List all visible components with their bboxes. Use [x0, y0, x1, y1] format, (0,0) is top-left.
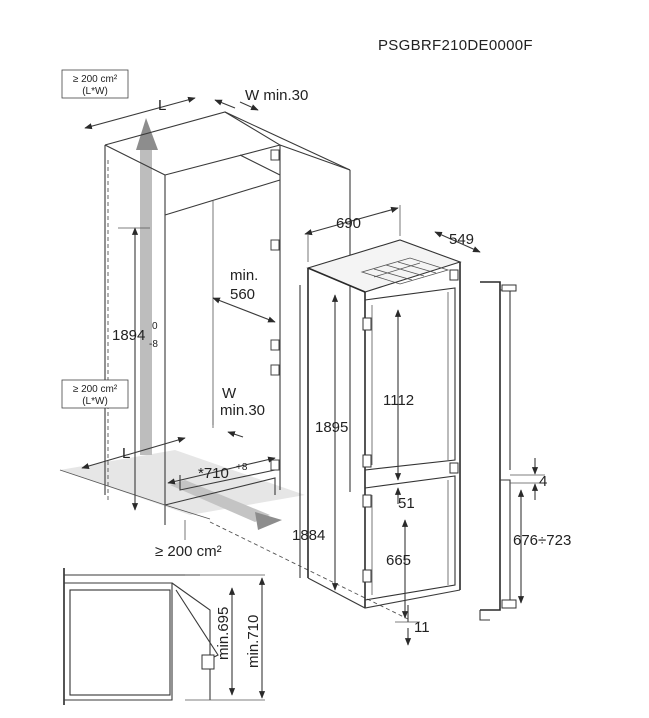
vent-mid-line1: ≥ 200 cm²: [73, 384, 118, 395]
vent-top-line2: (L*W): [82, 86, 108, 97]
vent-mid-line2: (L*W): [82, 396, 108, 407]
appliance-gap: 51: [398, 495, 415, 512]
niche-l-bottom: L: [122, 445, 130, 462]
niche-w-top: W min.30: [245, 87, 308, 104]
model-code: PSGBRF210DE0000F: [378, 37, 533, 54]
niche-l-top: L: [158, 97, 166, 114]
detail-min-710: min.710: [245, 615, 262, 668]
niche-cabinet: [59, 111, 411, 621]
niche-width-tol: +8: [236, 462, 248, 473]
appliance-height-body: 1884: [292, 527, 325, 544]
niche-width: *710: [198, 465, 229, 482]
door-range: 676÷723: [513, 532, 571, 549]
appliance-foot: 11: [414, 619, 430, 636]
niche-height: 1894: [112, 327, 145, 344]
appliance-depth: 549: [449, 231, 474, 248]
niche-depth-min-value: 560: [230, 286, 255, 303]
niche-w-mid: W: [222, 385, 237, 402]
appliance-body: [306, 239, 462, 609]
vent-bottom: ≥ 200 cm²: [155, 543, 222, 560]
niche-w-mid-value: min.30: [220, 402, 265, 419]
vent-top-line1: ≥ 200 cm²: [73, 74, 118, 85]
niche-height-tol-upper: 0: [152, 321, 158, 332]
appliance-lower-door: 665: [386, 552, 411, 569]
detail-section: [63, 568, 265, 705]
appliance-width: 690: [336, 215, 361, 232]
door-panel: [479, 281, 517, 621]
appliance-height-total: 1895: [315, 419, 348, 436]
vent-mid-box: ≥ 200 cm² (L*W): [61, 379, 129, 409]
niche-height-tol-lower: -8: [149, 339, 158, 350]
niche-depth-min-label: min.: [230, 267, 258, 284]
detail-min-695: min.695: [215, 607, 232, 660]
vent-top-box: ≥ 200 cm² (L*W): [61, 69, 129, 99]
appliance-upper-door: 1112: [383, 392, 414, 409]
door-gap: 4: [539, 473, 547, 490]
